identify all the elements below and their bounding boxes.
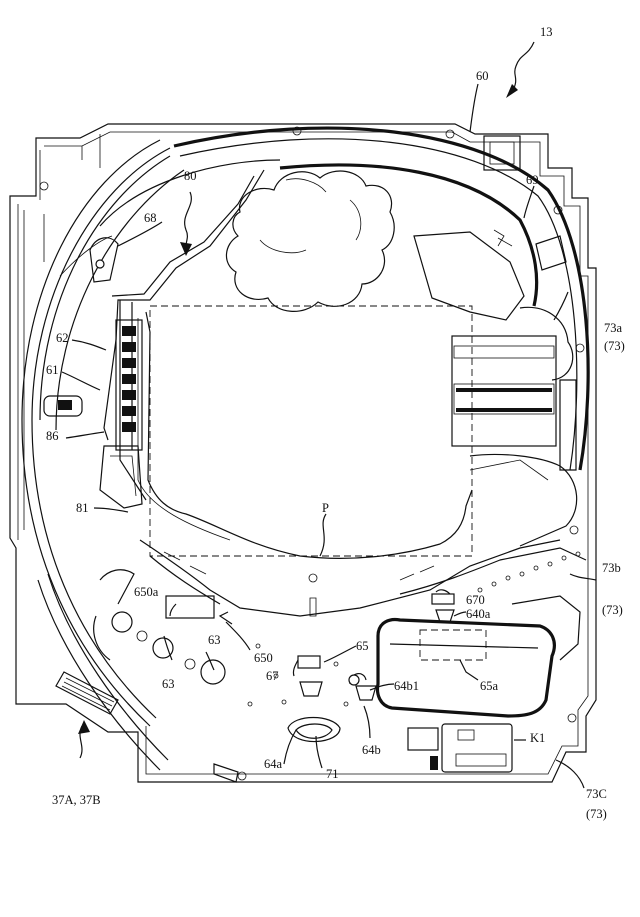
label-650: 650 bbox=[254, 651, 273, 665]
label-62: 62 bbox=[56, 331, 69, 345]
label-81: 81 bbox=[76, 501, 89, 515]
label-65: 65 bbox=[356, 639, 369, 653]
label-61: 61 bbox=[46, 363, 59, 377]
label-65a: 65a bbox=[480, 679, 499, 693]
label-60: 60 bbox=[476, 69, 489, 83]
label-80: 80 bbox=[184, 169, 197, 183]
label-64b1: 64b1 bbox=[394, 679, 419, 693]
label-67: 67 bbox=[266, 669, 279, 683]
label-73a: 73a bbox=[604, 321, 623, 335]
bottom-fittings bbox=[214, 764, 246, 782]
label-68: 68 bbox=[144, 211, 157, 225]
right-drum bbox=[452, 307, 577, 546]
bottom-right-unit bbox=[408, 724, 512, 772]
label-670: 670 bbox=[466, 593, 485, 607]
window-650 bbox=[166, 596, 232, 624]
attacker-unit bbox=[378, 620, 555, 716]
speaker-grille bbox=[38, 574, 168, 770]
outer-rail bbox=[22, 128, 588, 726]
label-p: P bbox=[322, 501, 329, 515]
label-86: 86 bbox=[46, 429, 59, 443]
label-64b: 64b bbox=[362, 743, 381, 757]
display-area bbox=[138, 306, 472, 558]
part-86-bracket bbox=[44, 396, 82, 416]
label-73c-paren: (73) bbox=[586, 807, 607, 821]
label-73c: 73C bbox=[586, 787, 607, 801]
chucker-64b bbox=[349, 674, 376, 700]
label-13: 13 bbox=[540, 25, 553, 39]
label-73b: 73b bbox=[602, 561, 621, 575]
label-71: 71 bbox=[326, 767, 339, 781]
label-k1: K1 bbox=[530, 731, 545, 745]
label-73a-paren: (73) bbox=[604, 339, 625, 353]
parts-670-640a bbox=[432, 594, 454, 622]
label-650a: 650a bbox=[134, 585, 159, 599]
decor-frame bbox=[100, 160, 537, 500]
label-63-right: 63 bbox=[208, 633, 221, 647]
label-69: 69 bbox=[526, 173, 539, 187]
label-73b-paren: (73) bbox=[602, 603, 623, 617]
label-63-left: 63 bbox=[162, 677, 175, 691]
label-640a: 640a bbox=[466, 607, 491, 621]
label-37ab: 37A, 37B bbox=[52, 793, 101, 807]
label-64a: 64a bbox=[264, 757, 283, 771]
